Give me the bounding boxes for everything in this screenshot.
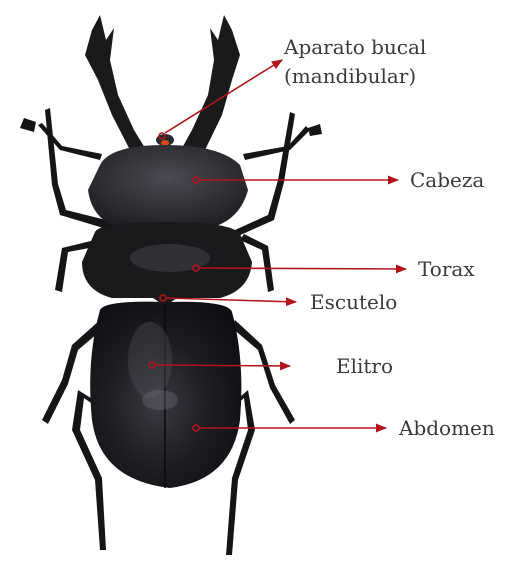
label-scutellum: Escutelo [310, 290, 397, 314]
label-thorax: Torax [418, 257, 475, 281]
label-mouth-line2: (mandibular) [284, 64, 416, 88]
right-mandible [182, 15, 240, 150]
elytra-gloss [142, 390, 178, 410]
thorax-arrow [199, 268, 406, 269]
labels: Aparato bucal (mandibular) Cabeza Torax … [283, 35, 495, 440]
right-antenna-club [308, 124, 322, 136]
scutellum-arrow [166, 298, 296, 302]
label-elytra: Elitro [336, 354, 393, 378]
left-antenna-club [20, 118, 36, 132]
left-mandible [85, 15, 145, 150]
label-mouth-line1: Aparato bucal [283, 35, 426, 59]
elytra-highlight [128, 322, 172, 398]
label-abdomen: Abdomen [398, 416, 495, 440]
right-middle-leg [232, 320, 295, 424]
right-front-leg [235, 112, 295, 236]
elytra-arrow [155, 365, 290, 366]
beetle-illustration [20, 15, 322, 555]
thorax-shine [130, 244, 210, 272]
label-head: Cabeza [410, 168, 484, 192]
right-antenna [243, 126, 310, 160]
beetle-head [88, 145, 248, 228]
